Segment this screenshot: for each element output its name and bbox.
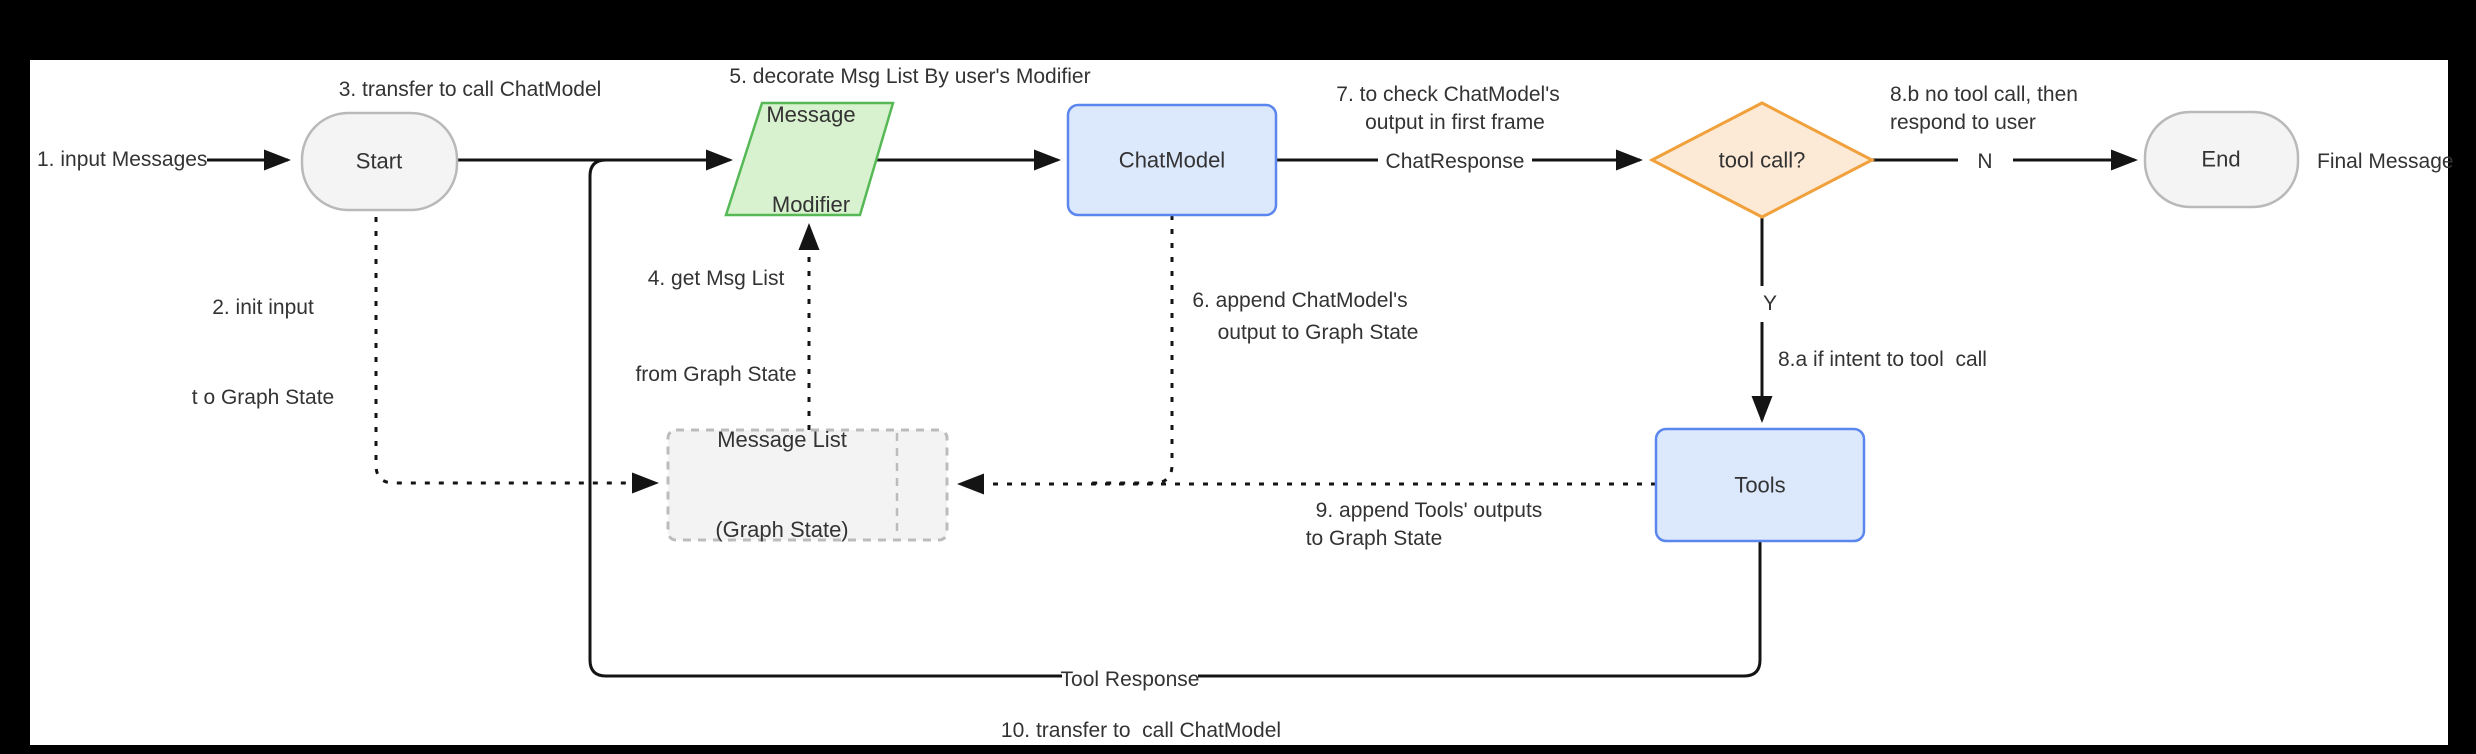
edge-chatmodel-to-messagelist-dashed [1090,215,1174,485]
annotation-3-transfer-to-call-chatmodel: 3. transfer to call ChatModel [338,77,602,101]
annotation-5-decorate-msg-list: 5. decorate Msg List By user's Modifier [729,64,1091,88]
message-modifier-label-line1: Message [766,102,856,127]
message-modifier-label-line2: Modifier [771,192,851,217]
edge-label-chatresponse: ChatResponse [1381,148,1529,176]
annotation-7-line1: 7. to check ChatModel's [1336,82,1560,106]
start-node-label: Start [355,148,403,174]
message-list-label-line2: (Graph State) [715,517,849,542]
edge-label-tool-response: Tool Response [1060,667,1200,691]
annotation-2-line1: 2. init input [212,296,314,319]
annotation-10-transfer-to-call-chatmodel: 10. transfer to call ChatModel [1000,718,1282,742]
end-node-label: End [2201,146,2241,172]
annotation-4-line2: from Graph State [635,363,797,386]
edge-label-n: N [1973,148,1997,176]
end-node [2143,110,2300,209]
edge-label-y: Y [1758,290,1782,318]
annotation-9-line1: 9. append Tools' outputs [1315,498,1543,522]
tools-node [1654,427,1866,543]
message-modifier-node [724,101,895,217]
start-node [300,111,459,212]
annotation-2-line2: t o Graph State [191,386,335,409]
tool-call-decision-label: tool call? [1718,147,1806,173]
annotation-4-get-msg-list: 4. get Msg List from Graph State [635,199,796,455]
flowchart-canvas: Start Message Modifier ChatModel tool ca… [30,60,2454,745]
chatmodel-node-label: ChatModel [1118,147,1226,173]
annotation-2-init-input: 2. init input t o Graph State [192,233,334,473]
edge-label-final-message: Final Message [2317,149,2454,173]
annotation-9-line2: to Graph State [1305,526,1443,550]
annotation-7-line2: output in first frame [1365,110,1545,134]
edge-start-to-messagelist-dashed [374,217,659,494]
tool-call-decision-node [1648,101,1876,219]
annotation-8b-line2: respond to user [1890,110,2036,134]
message-modifier-node-label: Message Modifier [766,40,855,280]
annotation-8b-line1: 8.b no tool call, then [1890,82,2078,106]
annotation-6-line2: output to Graph State [1217,320,1419,344]
annotation-4-line1: 4. get Msg List [647,267,785,290]
annotation-6-line1: 6. append ChatModel's [1192,288,1408,312]
tools-node-label: Tools [1734,472,1786,498]
annotation-8a-if-intent-to-tool-call: 8.a if intent to tool call [1778,347,1987,371]
message-list-label-line1: Message List [717,427,847,452]
message-list-node [666,428,949,542]
message-list-node-label: Message List (Graph State) [715,365,848,605]
chatmodel-node [1066,103,1278,217]
annotation-1-input-messages: 1. input Messages [37,147,208,171]
edges-and-shapes-layer [207,101,2300,678]
